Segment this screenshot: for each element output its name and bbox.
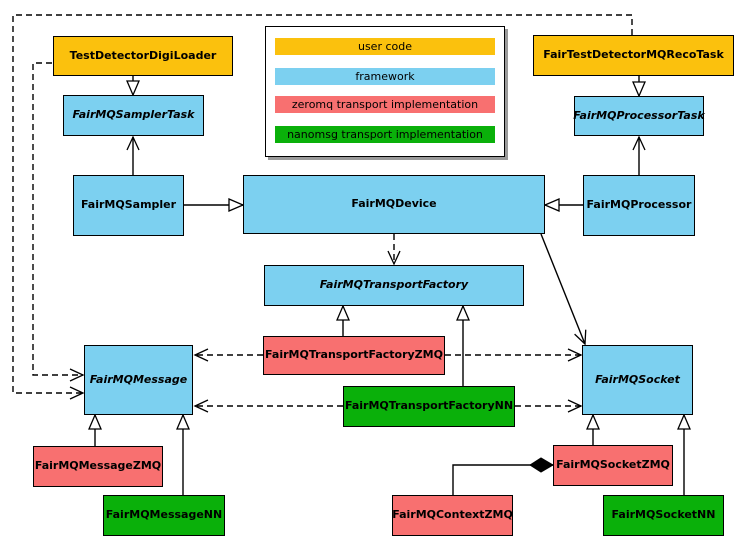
class-box-fairmqprocessortask: FairMQProcessorTask xyxy=(573,96,705,136)
class-box-fairmqmessagezmq: FairMQMessageZMQ xyxy=(33,446,163,487)
legend-item-framework: framework xyxy=(275,68,495,85)
class-box-testdetectordigiloader: TestDetectorDigiLoader xyxy=(53,36,233,76)
class-box-fairmqsocketnn: FairMQSocketNN xyxy=(603,495,724,536)
legend-item-user-code: user code xyxy=(275,38,495,55)
class-box-fairmqmessage: FairMQMessage xyxy=(84,345,193,415)
class-box-fairmqtransportfactory: FairMQTransportFactory xyxy=(264,265,524,306)
class-box-fairtestdetectormqrecotask: FairTestDetectorMQRecoTask xyxy=(533,35,734,76)
class-box-fairmqdevice: FairMQDevice xyxy=(243,175,545,234)
legend-box: user code framework zeromq transport imp… xyxy=(265,26,505,157)
class-box-fairmqtransportfactoryzmq: FairMQTransportFactoryZMQ xyxy=(263,336,445,375)
edge-digiloader-message-dependency xyxy=(32,62,85,382)
class-box-fairmqprocessor: FairMQProcessor xyxy=(583,175,695,236)
legend-item-zeromq: zeromq transport implementation xyxy=(275,96,495,113)
class-box-fairmqtransportfactorynn: FairMQTransportFactoryNN xyxy=(343,386,515,427)
edge-recotask-message-dependency xyxy=(12,14,633,400)
class-box-fairmqmessagenn: FairMQMessageNN xyxy=(103,495,225,536)
class-box-fairmqsocket: FairMQSocket xyxy=(582,345,693,415)
edge-device-socket-association xyxy=(540,233,587,346)
legend-item-nanomsg: nanomsg transport implementation xyxy=(275,126,495,143)
class-box-fairmqsampler: FairMQSampler xyxy=(73,175,184,236)
class-box-fairmqsocketzmq: FairMQSocketZMQ xyxy=(553,445,673,486)
class-box-fairmqcontextzmq: FairMQContextZMQ xyxy=(392,495,513,536)
edge-contextzmq-socketzmq-composition xyxy=(452,457,554,495)
class-box-fairmqsamplertask: FairMQSamplerTask xyxy=(63,95,204,136)
